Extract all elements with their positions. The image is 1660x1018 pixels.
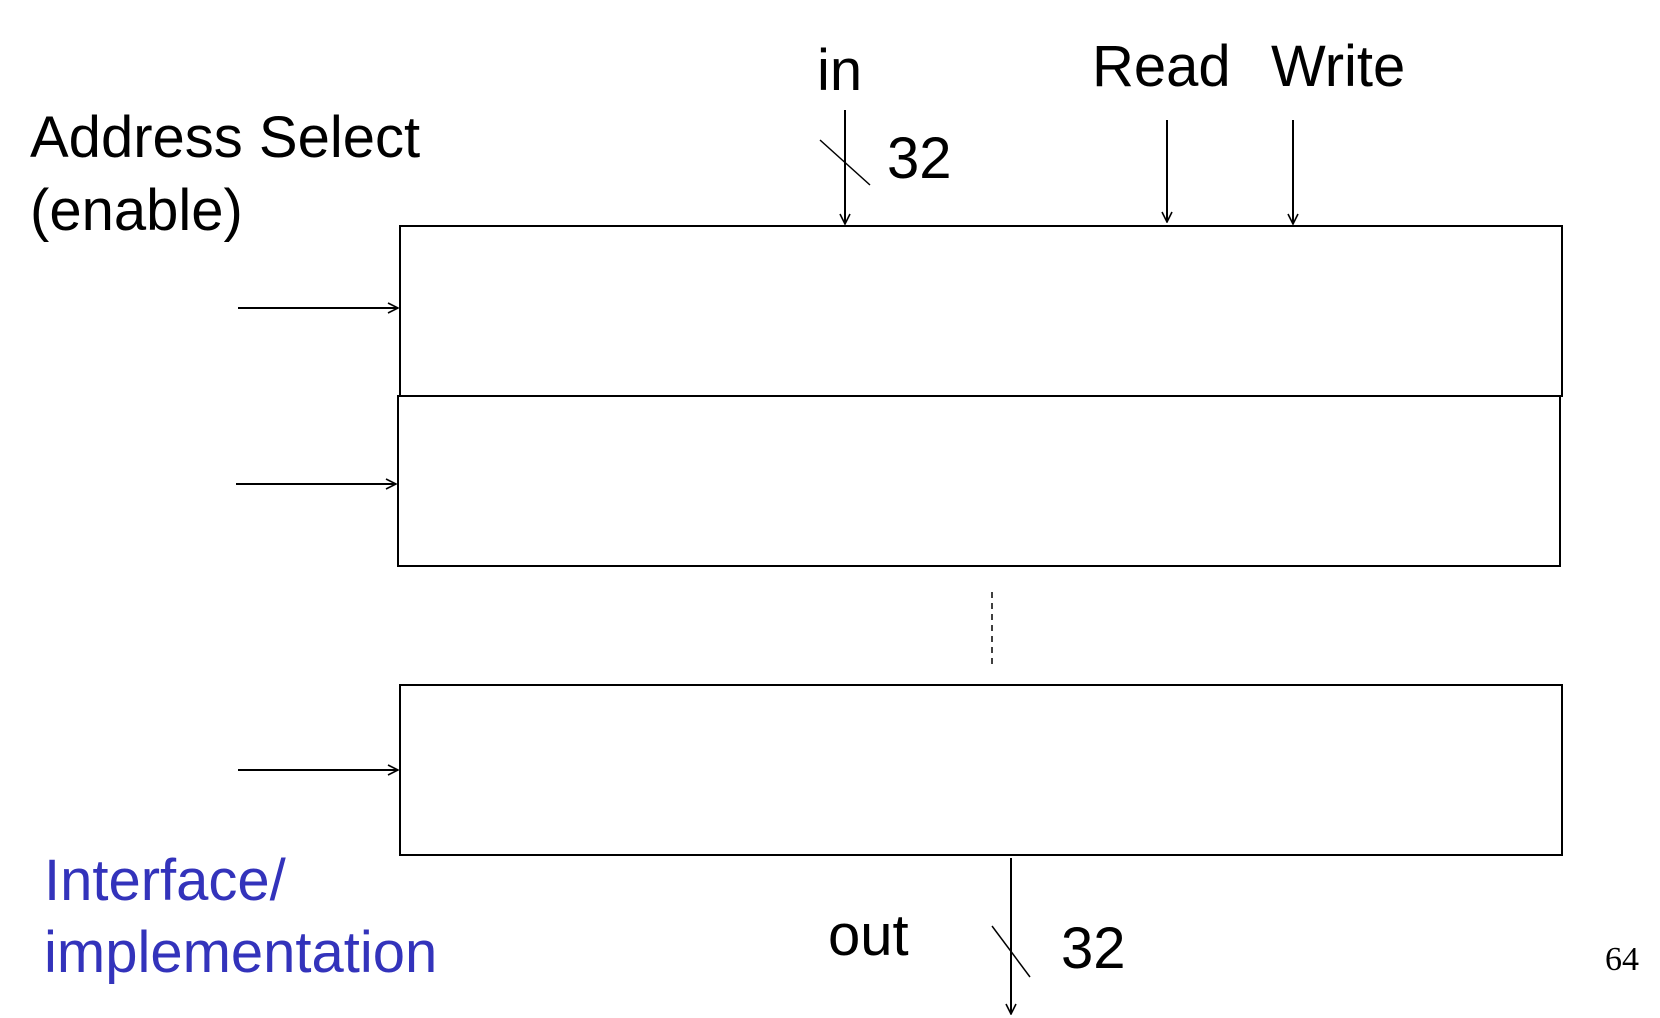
out-label: out: [828, 903, 909, 968]
in-bus-width-slash: [819, 139, 871, 186]
interface-label: Interface/: [44, 848, 287, 913]
register-box-1: [399, 225, 1563, 397]
register-box-n: [399, 684, 1563, 856]
address-select-label: Address Select: [30, 105, 420, 170]
register-box-2: [397, 395, 1561, 567]
out-width-label: 32: [1061, 916, 1126, 981]
implementation-label: implementation: [44, 920, 437, 985]
read-label: Read: [1092, 34, 1231, 99]
out-bus-width-slash: [991, 925, 1031, 978]
write-label: Write: [1271, 34, 1405, 99]
address-select-enable-label: (enable): [30, 178, 243, 243]
in-width-label: 32: [887, 126, 952, 191]
page-number: 64: [1605, 941, 1639, 978]
in-label: in: [817, 38, 862, 103]
